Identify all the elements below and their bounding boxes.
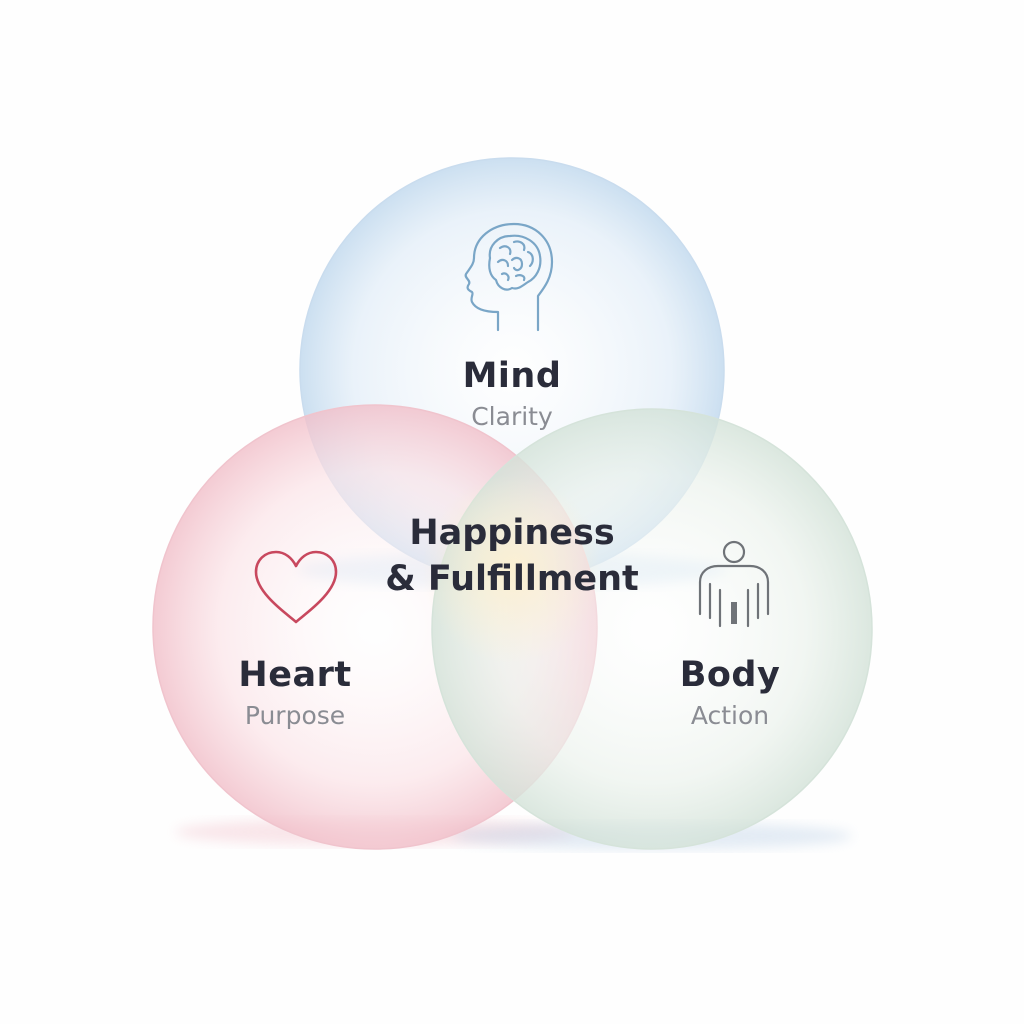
body-title: Body [679, 655, 781, 695]
center-label: Happiness & Fulfillment [385, 510, 639, 602]
mind-subtitle: Clarity [471, 402, 553, 431]
mind-title: Mind [462, 356, 562, 396]
heart-subtitle: Purpose [244, 701, 346, 730]
body-subtitle: Action [690, 701, 770, 730]
mind-label-group: Mind Clarity [463, 356, 562, 431]
heart-label-group: Heart Purpose [238, 655, 351, 730]
heart-icon [254, 550, 338, 624]
person-icon [698, 540, 770, 628]
center-line-1: Happiness [409, 513, 615, 553]
center-line-2: & Fulfillment [385, 559, 639, 599]
body-label-group: Body Action [680, 655, 781, 730]
brain-head-icon [464, 222, 554, 332]
heart-title: Heart [238, 655, 352, 695]
